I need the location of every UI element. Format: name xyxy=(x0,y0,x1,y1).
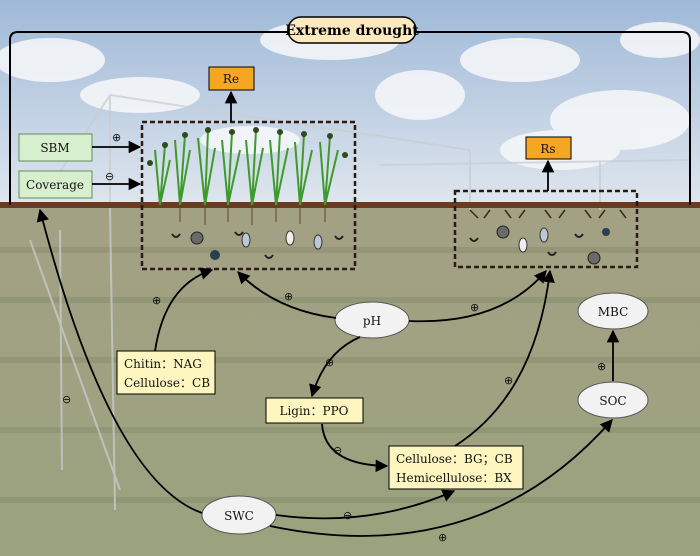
arrow-swc-to-coverage xyxy=(36,208,203,514)
coverage-label: Coverage xyxy=(26,178,84,192)
arrow-ph-to-plantbox xyxy=(237,271,337,319)
cellulose-bg-cb-label: Cellulose：BG；CB xyxy=(396,452,513,466)
coverage-box: Coverage xyxy=(18,170,93,199)
mbc-label: MBC xyxy=(598,305,629,319)
arrow-ligin-to-cellulose xyxy=(321,423,389,473)
title-pill: Extreme drought xyxy=(285,16,419,44)
sign-cellulose-soil: ⊕ xyxy=(504,374,513,387)
sign-ph-ligin: ⊕ xyxy=(325,356,334,369)
swc-label: SWC xyxy=(224,509,254,523)
cellulose-hemicellulose-box: Cellulose：BG；CB Hemicellulose：BX xyxy=(388,445,524,490)
hemicellulose-label: Hemicellulose：BX xyxy=(396,471,512,485)
sign-ligin-cellulose: ⊖ xyxy=(333,444,342,457)
plant-dashed-box xyxy=(140,120,357,271)
arrow-ph-to-soilbox xyxy=(408,270,547,323)
rs-box: Rs xyxy=(525,136,572,160)
mbc-node: MBC xyxy=(577,292,649,330)
ligin-box: Ligin：PPO xyxy=(265,397,364,424)
sbm-box: SBM xyxy=(18,133,93,162)
sign-sbm: ⊕ xyxy=(112,131,121,144)
swc-node: SWC xyxy=(201,495,277,535)
seed-heads xyxy=(147,127,348,166)
sign-ph-soil: ⊕ xyxy=(470,301,479,314)
sign-ph-plant: ⊕ xyxy=(284,290,293,303)
plant-roots xyxy=(179,208,326,225)
soc-label: SOC xyxy=(599,394,626,408)
sign-swc-cellulose: ⊖ xyxy=(343,509,352,522)
arrow-chitin-to-plantbox xyxy=(154,267,214,352)
ground-line xyxy=(0,202,700,208)
sign-coverage: ⊖ xyxy=(105,170,114,183)
cellulose-cb-label: Cellulose：CB xyxy=(124,376,210,390)
sign-swc-soc: ⊕ xyxy=(438,531,447,544)
rs-label: Rs xyxy=(540,142,555,156)
sign-chitin: ⊕ xyxy=(152,294,161,307)
title-text: Extreme drought xyxy=(285,23,419,39)
ph-node: pH xyxy=(334,301,410,339)
sign-soc-mbc: ⊕ xyxy=(597,360,606,373)
soil-box-microbes xyxy=(469,225,610,265)
ligin-label: Ligin：PPO xyxy=(279,404,348,418)
chitin-cellulose-box: Chitin：NAG Cellulose：CB xyxy=(116,350,216,395)
sbm-label: SBM xyxy=(40,141,69,155)
sign-swc-coverage: ⊖ xyxy=(62,393,71,406)
re-label: Re xyxy=(223,72,239,86)
ph-label: pH xyxy=(363,314,381,328)
soil-roots xyxy=(469,209,627,219)
soc-node: SOC xyxy=(577,381,649,419)
grass-plants xyxy=(154,129,339,206)
soil-dashed-box xyxy=(453,189,639,269)
arrow-swc-to-cellulose xyxy=(275,489,456,520)
chitin-label: Chitin：NAG xyxy=(124,357,202,371)
relationship-signs: ⊕ ⊖ ⊕ ⊕ ⊕ ⊕ ⊖ ⊕ ⊕ ⊖ ⊖ ⊕ xyxy=(62,131,606,544)
arrow-cellulose-to-soilbox xyxy=(454,269,555,447)
arrow-ph-to-ligin xyxy=(309,336,361,398)
re-box: Re xyxy=(208,66,255,91)
plant-box-microbes xyxy=(171,230,344,260)
arrow-swc-to-soc xyxy=(269,419,613,537)
